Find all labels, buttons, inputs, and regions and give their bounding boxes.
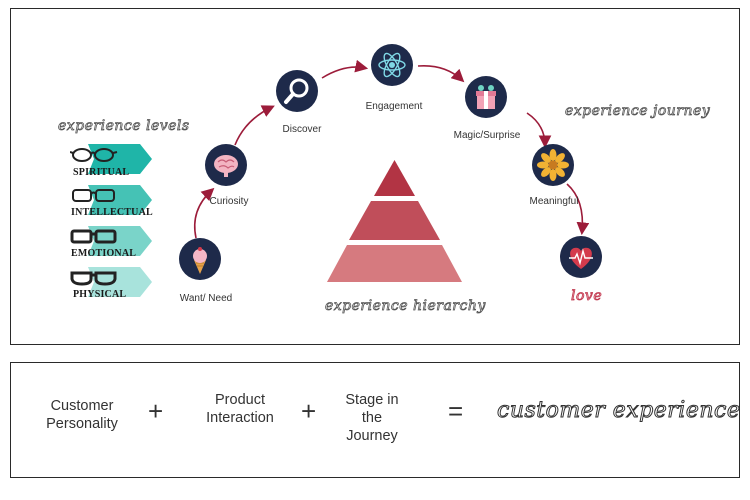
level-label-spiritual: SPIRITUAL xyxy=(73,167,130,178)
engagement-label: Engagement xyxy=(365,101,423,112)
want-need-label: Want/ Need xyxy=(179,293,233,304)
want-need-node xyxy=(179,238,221,280)
equals-sign: = xyxy=(448,396,464,426)
experience-hierarchy-title: experience hierarchy xyxy=(325,298,486,315)
pyramid-middle-tier xyxy=(349,201,440,240)
love-node xyxy=(560,236,602,278)
glasses-icon xyxy=(70,229,117,244)
heart-icon xyxy=(569,247,593,269)
ice-cream-icon xyxy=(193,247,207,274)
plus-sign-2: + xyxy=(301,396,317,426)
plus-sign-1: + xyxy=(148,396,164,426)
arrow-discover-to-engagement xyxy=(321,59,369,79)
spiritual-arrow xyxy=(88,144,152,174)
brain-icon xyxy=(214,155,238,177)
magic-surprise-node xyxy=(465,76,507,118)
glasses-icon xyxy=(72,189,115,202)
experience-levels-title: experience levels xyxy=(58,118,190,135)
level-label-intellectual: INTELLECTUAL xyxy=(71,207,153,218)
level-label-emotional: EMOTIONAL xyxy=(71,248,137,259)
arrow-engagement-to-magic xyxy=(417,64,465,83)
stage-in-journey-term: Stage in the Journey xyxy=(345,392,399,444)
curiosity-node xyxy=(205,144,247,186)
pyramid-bottom-tier xyxy=(327,245,462,282)
product-interaction-term: Product Interaction xyxy=(206,392,274,426)
pyramid-top-tier xyxy=(374,160,415,196)
curiosity-label: Curiosity xyxy=(209,196,249,207)
atom-icon xyxy=(378,52,406,78)
arrow-meaningful-to-love xyxy=(566,183,590,236)
meaningful-label: Meaningful xyxy=(529,196,579,207)
formula-panel xyxy=(10,362,740,478)
customer-personality-term: Customer Personality xyxy=(46,398,118,432)
discover-node xyxy=(276,70,318,112)
customer-experience-result: customer experience xyxy=(496,398,741,424)
intellectual-arrow xyxy=(88,185,152,215)
meaningful-node xyxy=(532,144,574,186)
arrow-want-to-curiosity xyxy=(193,187,215,239)
experience-pyramid xyxy=(327,160,462,282)
glasses-icon xyxy=(70,148,118,162)
magnifier-icon xyxy=(284,78,309,104)
experience-journey-title: experience journey xyxy=(565,103,711,120)
level-label-physical: PHYSICAL xyxy=(73,289,127,300)
emotional-arrow xyxy=(88,226,152,256)
arrow-curiosity-to-discover xyxy=(234,105,275,146)
gift-icon xyxy=(476,85,496,109)
discover-label: Discover xyxy=(282,124,322,135)
love-label: love xyxy=(571,288,603,305)
arrow-magic-to-meaningful xyxy=(526,112,552,149)
magic-surprise-label: Magic/Surprise xyxy=(453,130,521,141)
glasses-icon xyxy=(70,271,117,286)
journey-arrows xyxy=(193,59,590,239)
flower-icon xyxy=(537,149,569,181)
engagement-node xyxy=(371,44,413,86)
